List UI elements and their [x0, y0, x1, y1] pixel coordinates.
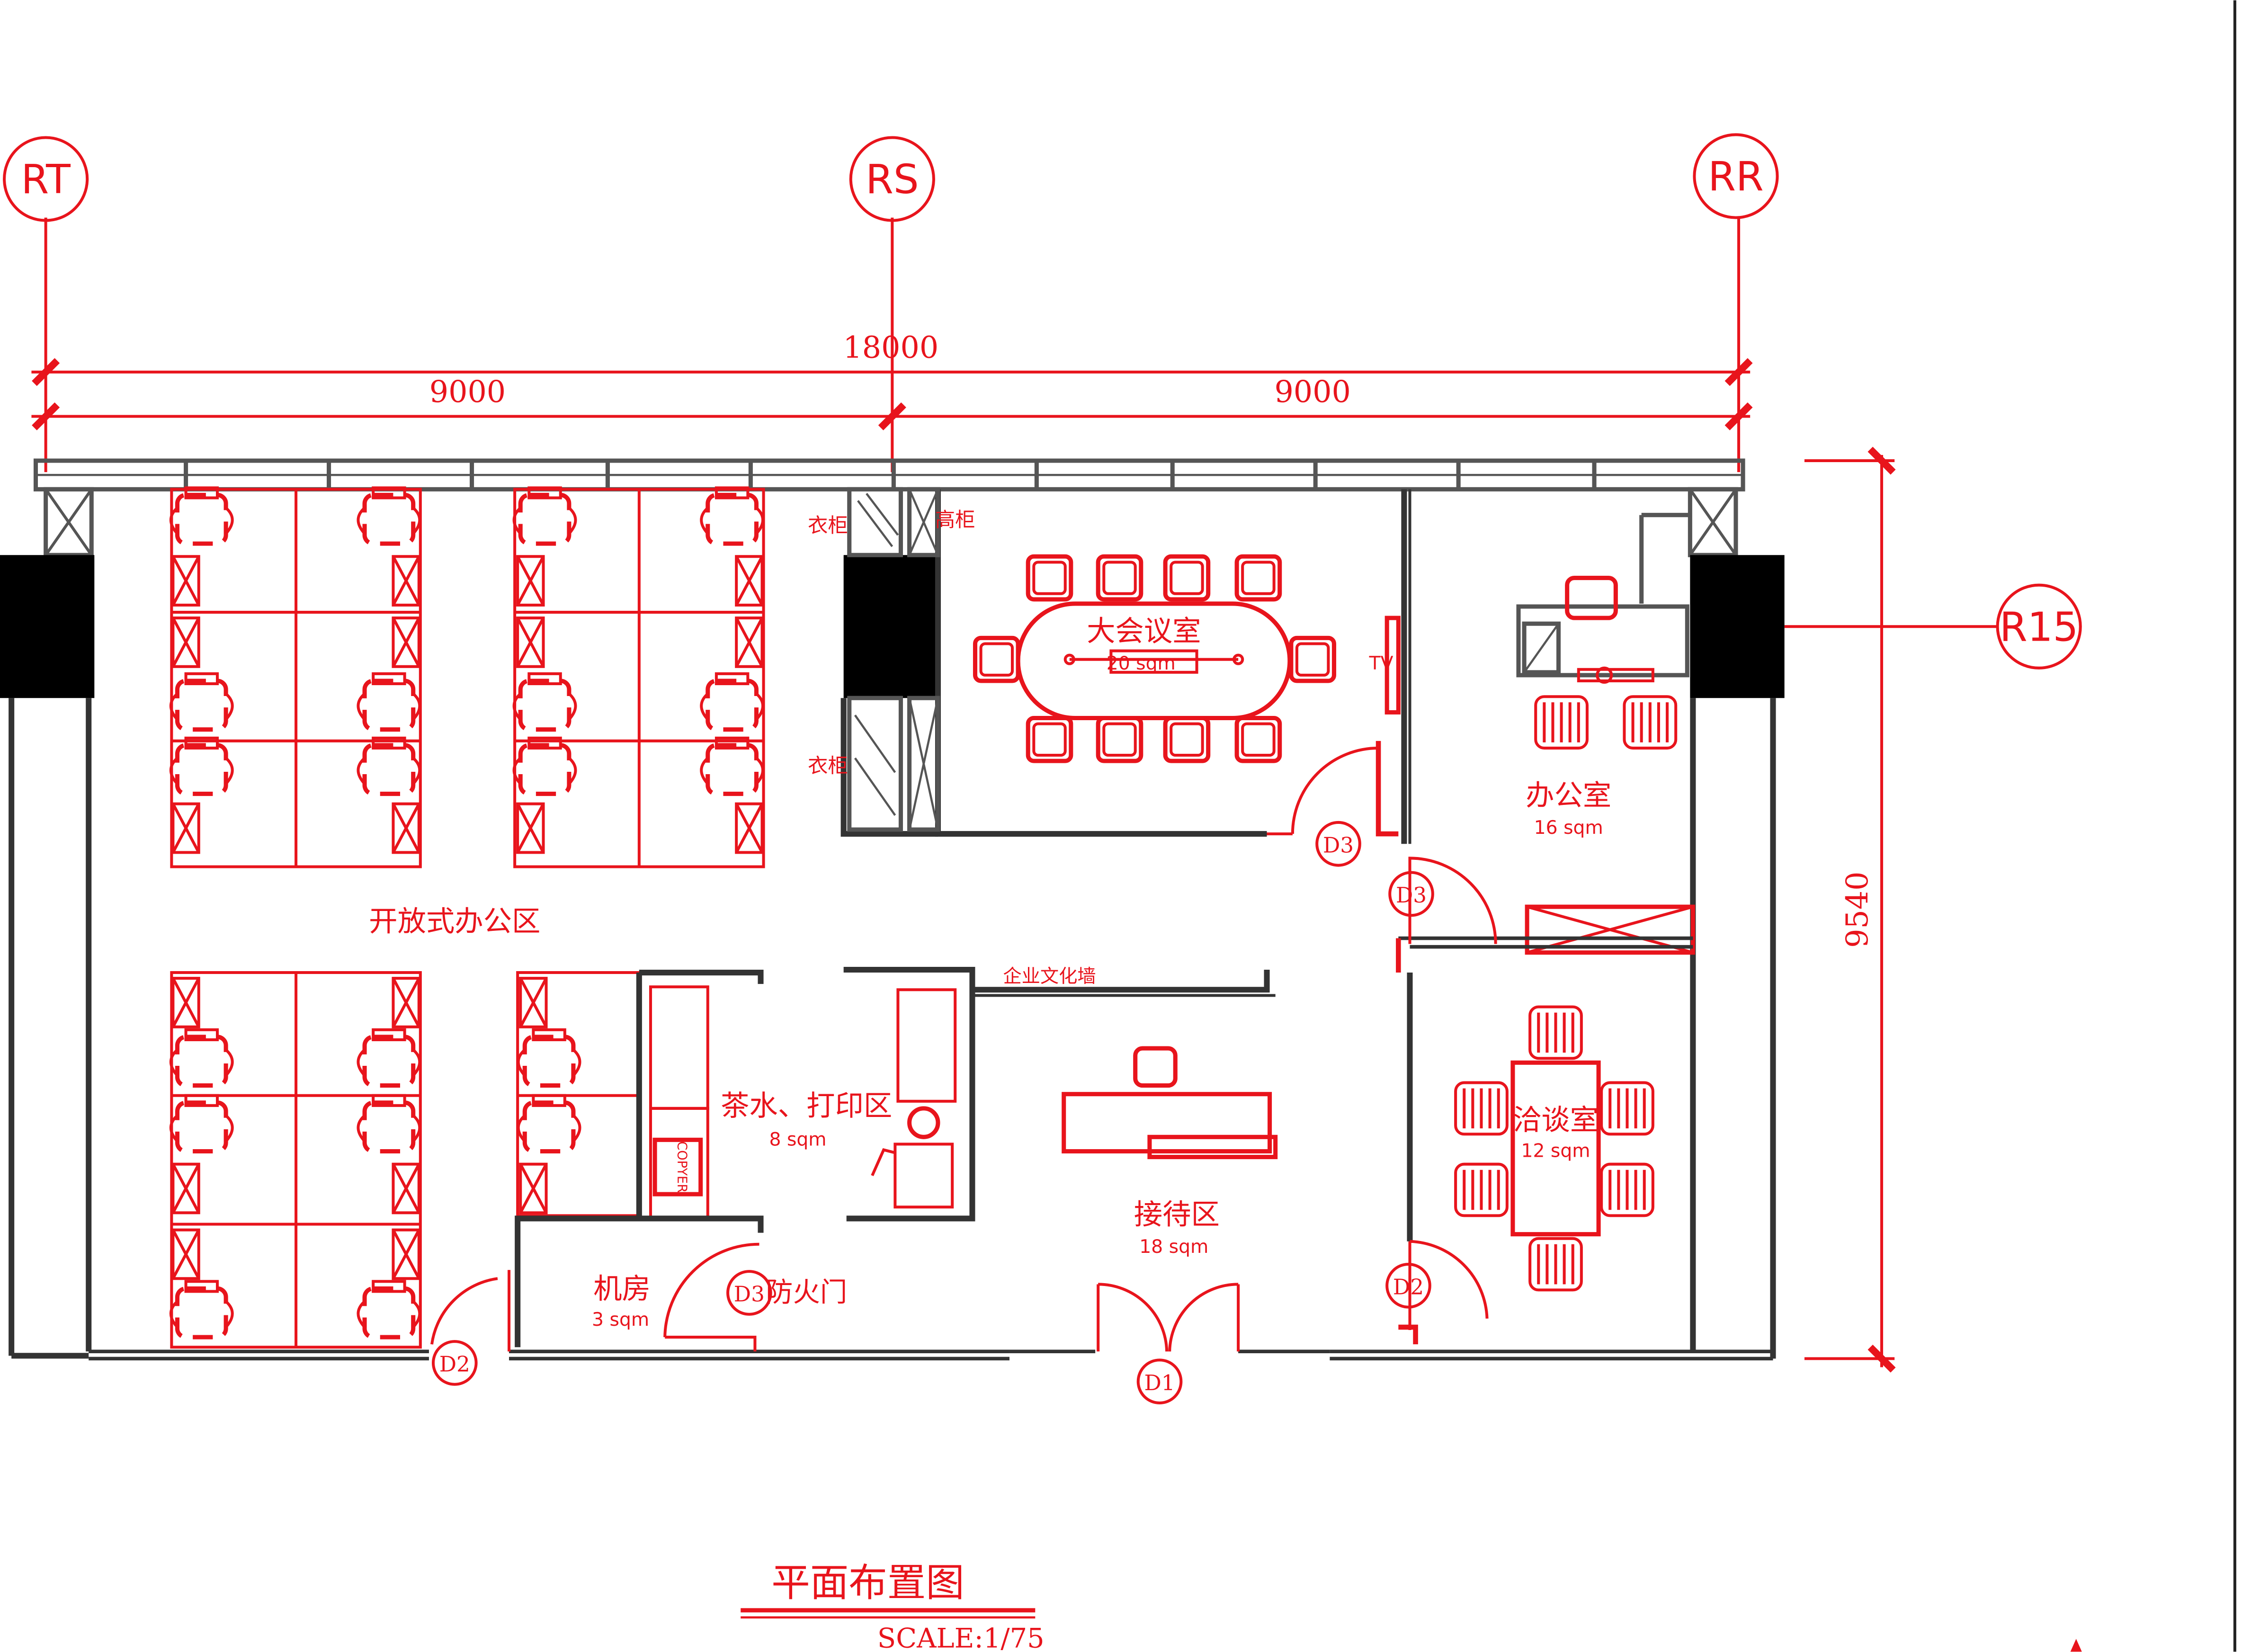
axis-bubble-rs	[849, 136, 935, 222]
door-tag-d3-fire: D3	[734, 1282, 765, 1307]
door-tag-d3-office: D3	[1396, 883, 1427, 908]
label-tv: TV	[1369, 653, 1393, 674]
room-area-server: 3 sqm	[592, 1309, 649, 1331]
door-tag-d3-meeting: D3	[1323, 832, 1354, 857]
fixture-labels: 衣柜 衣柜 高柜 TV 企业文化墙 防火门	[766, 508, 1393, 1308]
label-fire-door: 防火门	[766, 1277, 847, 1308]
door-tag-d2-left: D2	[439, 1352, 470, 1377]
axis-bubble-r15	[1996, 583, 2082, 670]
drawing-title: 平面布置图	[771, 1561, 965, 1606]
grid-axes: RT RS RR R15	[3, 133, 2082, 670]
room-area-negotiation: 12 sqm	[1521, 1141, 1590, 1162]
door-tag-d2-right: D2	[1393, 1274, 1424, 1299]
label-tall-cabinet: 高柜	[935, 508, 975, 531]
drawing-scale: SCALE:1/75	[877, 1622, 1045, 1652]
dim-total: 18000	[843, 330, 938, 365]
label-wardrobe-top: 衣柜	[808, 514, 848, 537]
room-area-reception: 18 sqm	[1139, 1236, 1208, 1258]
reception-area	[1062, 1046, 1278, 1352]
dim-height: 9540	[1840, 871, 1875, 947]
exterior-walls	[9, 458, 1776, 1361]
workstations-bottom	[171, 971, 641, 1349]
room-name-office: 办公室	[1526, 779, 1611, 813]
private-office	[1396, 489, 1695, 973]
room-name-open-office: 开放式办公区	[369, 905, 540, 938]
axis-bubble-rr	[1693, 133, 1779, 219]
label-culture-wall: 企业文化墙	[1003, 966, 1096, 987]
room-name-tea-print: 茶水、打印区	[721, 1089, 892, 1123]
copier-label: COPYER	[674, 1141, 689, 1193]
workstations-top	[171, 488, 765, 868]
room-area-meeting: 20 sqm	[1107, 653, 1176, 674]
meeting-room	[840, 487, 1401, 837]
dim-right: 9000	[1274, 374, 1350, 409]
room-name-reception: 接待区	[1134, 1198, 1220, 1232]
door-tags: D1 D2 D2 D3 D3 D3	[431, 821, 1434, 1404]
room-area-office: 16 sqm	[1534, 817, 1603, 839]
axis-label-rt: RT	[21, 156, 71, 203]
dimension-lines: 18000 9000 9000 9540	[31, 330, 1896, 1373]
axis-label-r15: R15	[2000, 604, 2078, 650]
label-wardrobe-bottom: 衣柜	[808, 754, 848, 777]
room-area-tea-print: 8 sqm	[769, 1129, 827, 1150]
room-labels: 开放式办公区 大会议室 20 sqm 办公室 16 sqm 洽谈室 12 sqm…	[369, 615, 1611, 1330]
axis-label-rs: RS	[866, 156, 919, 203]
title-block: 平面布置图 SCALE:1/75	[741, 1561, 1045, 1652]
dim-left: 9000	[429, 374, 506, 409]
north-marker	[2070, 1639, 2082, 1652]
door-tag-d1: D1	[1144, 1370, 1175, 1395]
tea-print-area: COPYER	[430, 966, 1276, 1352]
structural-columns	[0, 555, 1785, 698]
axis-label-rr: RR	[1708, 153, 1764, 200]
room-name-negotiation: 洽谈室	[1513, 1104, 1599, 1137]
room-name-server: 机房	[593, 1273, 651, 1306]
axis-bubble-rt	[3, 136, 89, 222]
negotiation-room	[1398, 973, 1653, 1345]
room-name-meeting: 大会议室	[1087, 615, 1201, 648]
